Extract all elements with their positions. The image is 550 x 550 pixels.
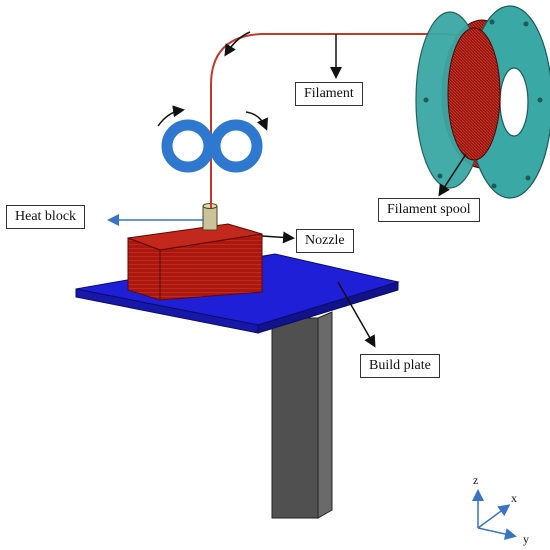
coordinate-axes bbox=[472, 489, 517, 540]
printed-part bbox=[127, 223, 263, 301]
filament-label: Filament bbox=[295, 82, 363, 106]
y-axis-label: y bbox=[523, 532, 529, 546]
build-plate-label: Build plate bbox=[360, 354, 440, 378]
support-column bbox=[271, 311, 333, 519]
spool-leader bbox=[438, 153, 467, 197]
filament-spool-label: Filament spool bbox=[378, 198, 480, 222]
heat-block-label: Heat block bbox=[6, 205, 86, 229]
build-plate-leader bbox=[337, 281, 376, 348]
filament-spool bbox=[415, 5, 550, 199]
feed-rollers bbox=[157, 31, 268, 173]
z-axis-label: z bbox=[473, 473, 479, 487]
x-axis-label: x bbox=[511, 491, 517, 505]
nozzle-leader bbox=[261, 231, 295, 244]
nozzle-label: Nozzle bbox=[296, 229, 354, 253]
